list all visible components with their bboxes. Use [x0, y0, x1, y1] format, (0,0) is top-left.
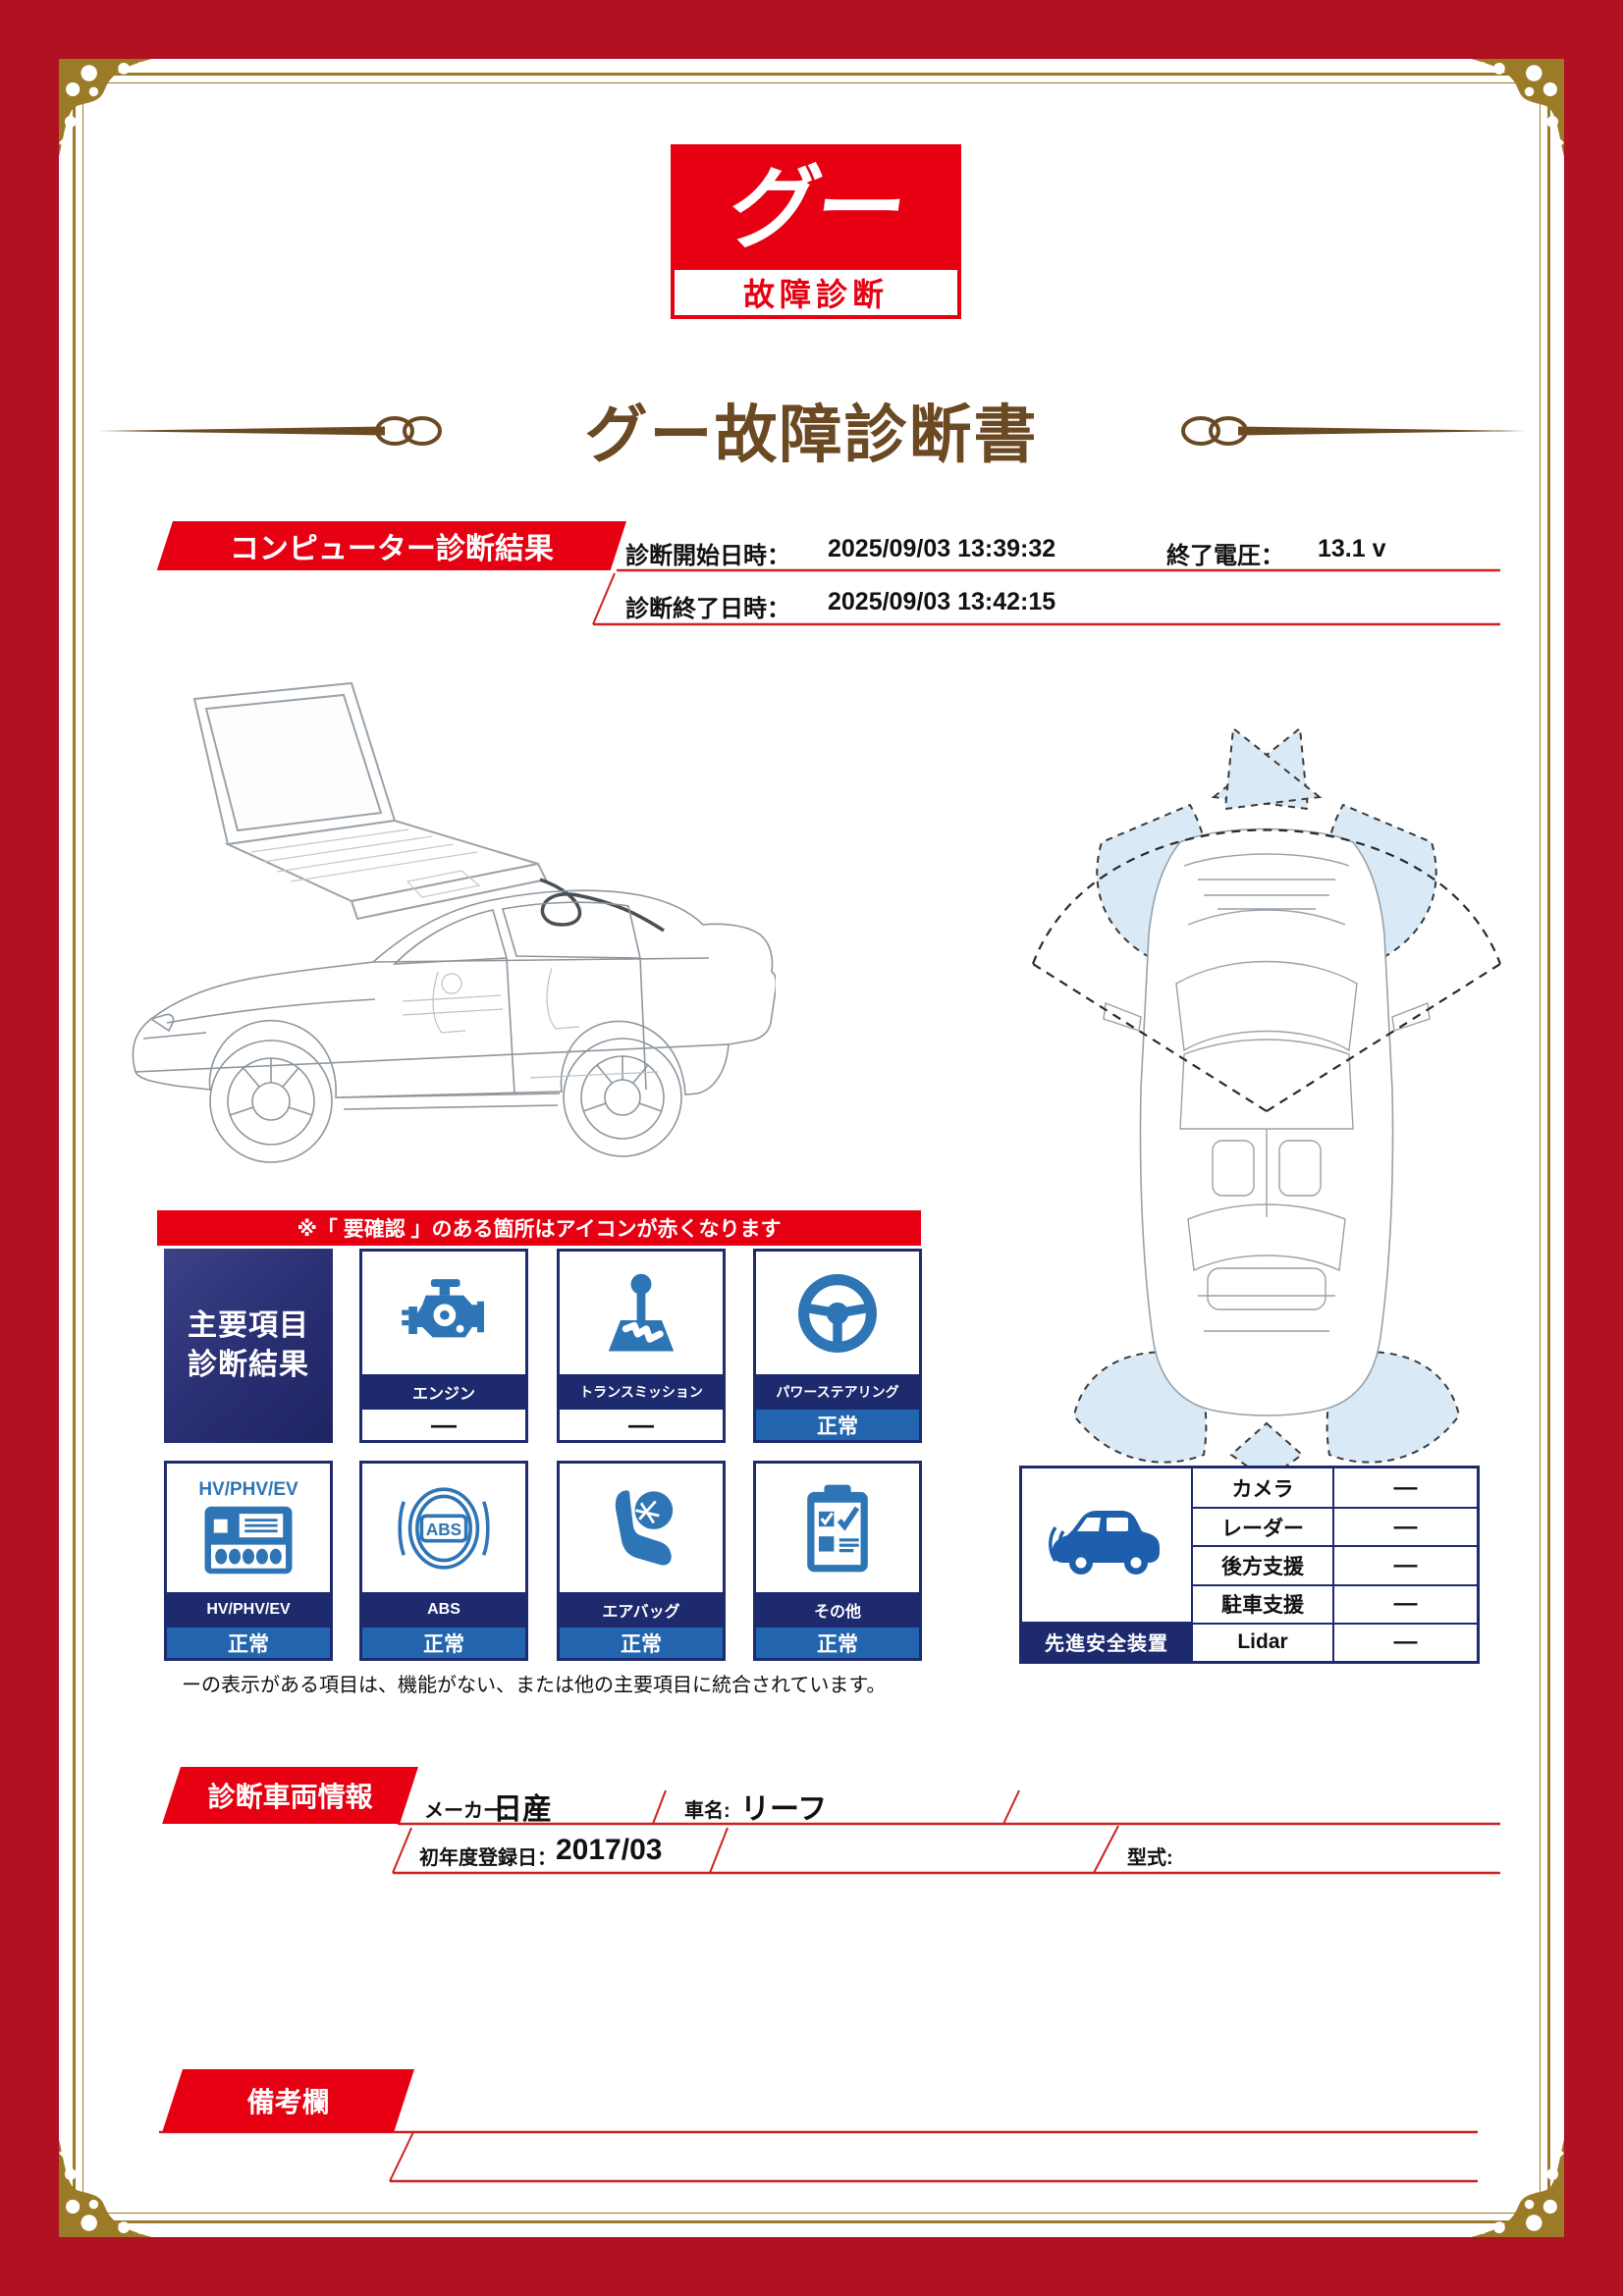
card-engine: エンジン — [359, 1249, 528, 1443]
safety-row-name: Lidar [1191, 1622, 1332, 1661]
safety-row-value: — [1332, 1622, 1477, 1661]
transmission-icon [608, 1273, 675, 1351]
card-abs-status: 正常 [362, 1628, 525, 1658]
main-items-header-line2: 診断結果 [188, 1349, 309, 1381]
maker-value: 日産 [493, 1793, 552, 1826]
airbag-icon [615, 1489, 674, 1566]
safety-car-icon [1049, 1511, 1160, 1575]
card-other: その他 正常 [753, 1461, 922, 1661]
goo-logo-text: グー [722, 159, 910, 259]
sensor-coverage-illustration [1031, 726, 1502, 1482]
car-name-label: 車名: [684, 1800, 730, 1822]
card-hv-phv-ev-status: 正常 [167, 1628, 330, 1658]
safety-row-value: — [1332, 1468, 1477, 1508]
goo-logo-mark: グー [675, 148, 957, 270]
advanced-safety-table: 先進安全装置 カメラ — レーダー — 後方支援 — 駐車支援 — Lidar … [1019, 1466, 1480, 1664]
end-voltage-label: 終了電圧： [1166, 543, 1284, 569]
card-abs: ABS ABS 正常 [359, 1461, 528, 1661]
card-engine-status: — [362, 1410, 525, 1440]
goo-logo-strip: 故障診断 [675, 270, 957, 315]
hv-phv-ev-icon-text: HV/PHV/EV [198, 1478, 298, 1500]
safety-row-value: — [1332, 1507, 1477, 1546]
diagnosis-end-value: 2025/09/03 13:42:15 [828, 588, 1056, 615]
diagnostic-connection-illustration [132, 681, 776, 1163]
clipboard-icon [807, 1484, 868, 1572]
safety-row-value: — [1332, 1583, 1477, 1623]
card-power-steering: パワーステアリング 正常 [753, 1249, 922, 1443]
title-flourish-left [98, 416, 442, 446]
dash-footnote: ーの表示がある項目は、機能がない、または他の主要項目に統合されています。 [182, 1675, 887, 1696]
diagnosis-end-label: 診断終了日時： [625, 596, 790, 622]
end-voltage-value: 13.1 v [1318, 535, 1386, 562]
vehicle-info-banner: 診断車両情報 [162, 1767, 418, 1824]
goo-logo: グー 故障診断 [671, 144, 961, 319]
card-other-status: 正常 [756, 1628, 919, 1658]
title-flourish-right [1181, 416, 1525, 446]
safety-row-name: 後方支援 [1191, 1545, 1332, 1584]
card-transmission-label: トランスミッション [560, 1374, 723, 1410]
first-registration-value: 2017/03 [556, 1834, 663, 1866]
safety-row-name: 駐車支援 [1191, 1583, 1332, 1623]
main-items-header-line1: 主要項目 [188, 1308, 309, 1342]
card-other-label: その他 [756, 1592, 919, 1628]
abs-icon-text: ABS [426, 1520, 461, 1539]
safety-row-name: カメラ [1191, 1468, 1332, 1508]
card-airbag-label: エアバッグ [560, 1592, 723, 1628]
diagnosis-start-label: 診断開始日時： [625, 543, 790, 569]
safety-row-name: レーダー [1191, 1507, 1332, 1546]
computer-diagnosis-banner: コンピューター診断結果 [156, 521, 626, 570]
card-abs-label: ABS [362, 1592, 525, 1628]
remarks-banner: 備考欄 [162, 2069, 414, 2132]
diagnosis-start-value: 2025/09/03 13:39:32 [828, 535, 1056, 562]
card-power-steering-label: パワーステアリング [756, 1374, 919, 1410]
car-name-value: リーフ [740, 1793, 828, 1826]
abs-icon: ABS [398, 1486, 490, 1570]
card-engine-label: エンジン [362, 1374, 525, 1410]
card-hv-phv-ev: HV/PHV/EV HV/PHV/EV 正常 [164, 1461, 333, 1661]
engine-icon [402, 1278, 485, 1337]
steering-wheel-icon [798, 1273, 877, 1353]
model-code-label: 型式: [1127, 1847, 1173, 1869]
safety-section-label: 先進安全装置 [1022, 1622, 1191, 1661]
card-power-steering-status: 正常 [756, 1410, 919, 1440]
card-transmission: トランスミッション — [557, 1249, 726, 1443]
attention-notice: ※「 要確認 」のある箇所はアイコンが赤くなります [157, 1210, 921, 1246]
card-airbag: エアバッグ 正常 [557, 1461, 726, 1661]
goo-logo-subtitle: 故障診断 [742, 277, 889, 312]
card-transmission-status: — [560, 1410, 723, 1440]
card-hv-phv-ev-label: HV/PHV/EV [167, 1592, 330, 1628]
main-items-header: 主要項目 診断結果 [164, 1249, 333, 1443]
maker-label: メーカー: [424, 1800, 510, 1822]
safety-row-value: — [1332, 1545, 1477, 1584]
first-registration-label: 初年度登録日： [419, 1847, 557, 1869]
page-title: グー故障診断書 [584, 400, 1039, 470]
obd-cable [539, 878, 665, 933]
hv-phv-ev-icon [204, 1506, 293, 1574]
safety-icon-cell: 先進安全装置 [1022, 1468, 1191, 1661]
card-airbag-status: 正常 [560, 1628, 723, 1658]
